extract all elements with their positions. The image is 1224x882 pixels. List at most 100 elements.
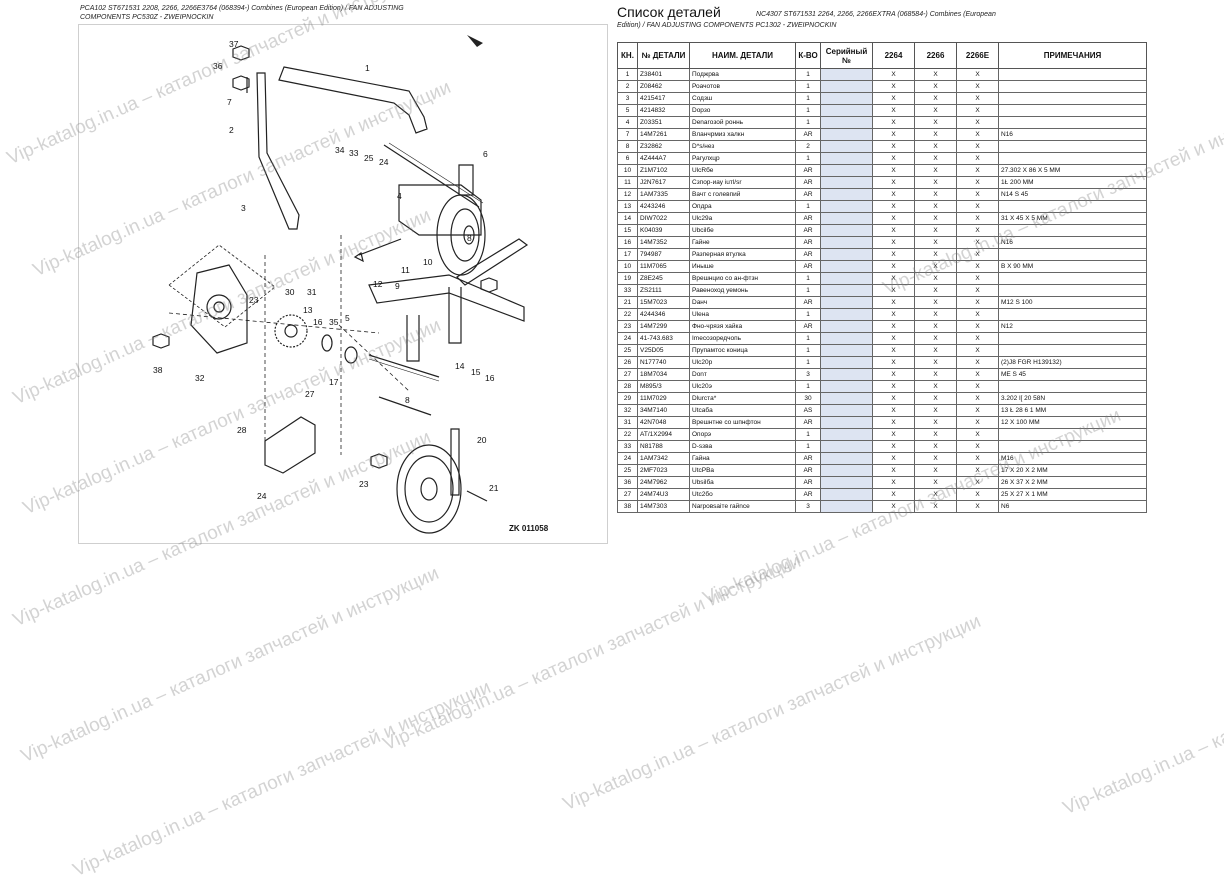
row-2266: X xyxy=(914,452,957,465)
callout-34: 34 xyxy=(335,145,345,155)
row-2266: X xyxy=(914,428,957,441)
row-2264: X xyxy=(872,92,915,105)
row-name: Narpoвsaiтe raйnce xyxy=(689,500,796,513)
row-qty: 3 xyxy=(795,500,821,513)
row-2266e: X xyxy=(956,428,999,441)
row-2264: X xyxy=(872,368,915,381)
row-name: Uleнa xyxy=(689,308,796,321)
row-key: 12 xyxy=(617,188,638,201)
row-name: Содзш xyxy=(689,92,796,105)
row-key: 29 xyxy=(617,392,638,405)
exploded-diagram: 37 36 7 1 2 3 34 33 25 24 6 10 11 4 8 12… xyxy=(78,24,608,544)
row-part-no: 4Z444A7 xyxy=(637,152,690,165)
row-serial xyxy=(820,356,873,369)
row-serial xyxy=(820,224,873,237)
row-2266: X xyxy=(914,224,957,237)
diagram-header-line1: PCA102 ST671531 2208, 2266, 2266E3764 (0… xyxy=(80,5,404,12)
row-note xyxy=(998,440,1147,453)
direction-arrow-icon xyxy=(467,35,483,47)
row-qty: 1 xyxy=(795,68,821,81)
row-2266e: X xyxy=(956,152,999,165)
row-2264: X xyxy=(872,188,915,201)
row-note: 26 X 37 X 2 MM xyxy=(998,476,1147,489)
col-serial: Серийный № xyxy=(820,42,873,69)
row-key: 1 xyxy=(617,68,638,81)
diagram-header-line2: COMPONENTS PC530Z - ZWEIPNOCKIN xyxy=(80,14,214,21)
row-key: 25 xyxy=(617,464,638,477)
row-part-no: 4214832 xyxy=(637,104,690,117)
row-key: 6 xyxy=(617,152,638,165)
row-2266: X xyxy=(914,212,957,225)
row-serial xyxy=(820,128,873,141)
row-note: N16 xyxy=(998,128,1147,141)
col-name: НАИМ. ДЕТАЛИ xyxy=(689,42,796,69)
row-qty: 2 xyxy=(795,140,821,153)
parts-list-title: Список деталей xyxy=(617,4,721,20)
row-name: Гайне xyxy=(689,236,796,249)
row-2266: X xyxy=(914,308,957,321)
row-2266: X xyxy=(914,68,957,81)
row-2264: X xyxy=(872,104,915,117)
row-name: Utc2бo xyxy=(689,488,796,501)
row-part-no: 34M7140 xyxy=(637,404,690,417)
row-key: 7 xyxy=(617,128,638,141)
row-qty: 1 xyxy=(795,356,821,369)
row-key: 24 xyxy=(617,332,638,345)
row-2266: X xyxy=(914,80,957,93)
row-name: Поджрва xyxy=(689,68,796,81)
row-note xyxy=(998,200,1147,213)
row-key: 24 xyxy=(617,452,638,465)
row-note xyxy=(998,428,1147,441)
row-2266: X xyxy=(914,356,957,369)
row-2266e: X xyxy=(956,236,999,249)
row-key: 13 xyxy=(617,200,638,213)
row-2266: X xyxy=(914,344,957,357)
row-part-no: 2MF7023 xyxy=(637,464,690,477)
watermark-text: Vip-katalog.in.ua – каталоги запчастей и… xyxy=(1060,615,1224,820)
row-note xyxy=(998,332,1147,345)
row-qty: 1 xyxy=(795,344,821,357)
watermark-text: Vip-katalog.in.ua – каталоги запчастей и… xyxy=(560,610,985,816)
row-2264: X xyxy=(872,308,915,321)
row-serial xyxy=(820,68,873,81)
row-2264: X xyxy=(872,68,915,81)
col-qty: К-ВО xyxy=(795,42,821,69)
row-qty: AR xyxy=(795,260,821,273)
row-serial xyxy=(820,452,873,465)
row-serial xyxy=(820,500,873,513)
row-2266e: X xyxy=(956,272,999,285)
row-part-no: 11M7065 xyxy=(637,260,690,273)
row-qty: 3 xyxy=(795,368,821,381)
row-note xyxy=(998,224,1147,237)
row-key: 25 xyxy=(617,344,638,357)
parts-table: КН. № ДЕТАЛИ НАИМ. ДЕТАЛИ К-ВО Серийный … xyxy=(617,42,1147,513)
row-name: Imecoзоредчопь xyxy=(689,332,796,345)
callout-14: 14 xyxy=(455,361,465,371)
callout-2: 2 xyxy=(229,125,234,135)
row-part-no: Z32862 xyxy=(637,140,690,153)
row-part-no: Z08462 xyxy=(637,80,690,93)
row-name: Опдра xyxy=(689,200,796,213)
row-qty: 1 xyxy=(795,116,821,129)
row-part-no: 41-743.683 xyxy=(637,332,690,345)
callout-24: 24 xyxy=(379,157,389,167)
row-2264: X xyxy=(872,296,915,309)
row-2266e: X xyxy=(956,452,999,465)
row-2264: X xyxy=(872,212,915,225)
row-2264: X xyxy=(872,236,915,249)
row-2264: X xyxy=(872,320,915,333)
row-note xyxy=(998,80,1147,93)
row-qty: AR xyxy=(795,296,821,309)
row-part-no: 24M7962 xyxy=(637,476,690,489)
row-2264: X xyxy=(872,476,915,489)
row-2264: X xyxy=(872,500,915,513)
